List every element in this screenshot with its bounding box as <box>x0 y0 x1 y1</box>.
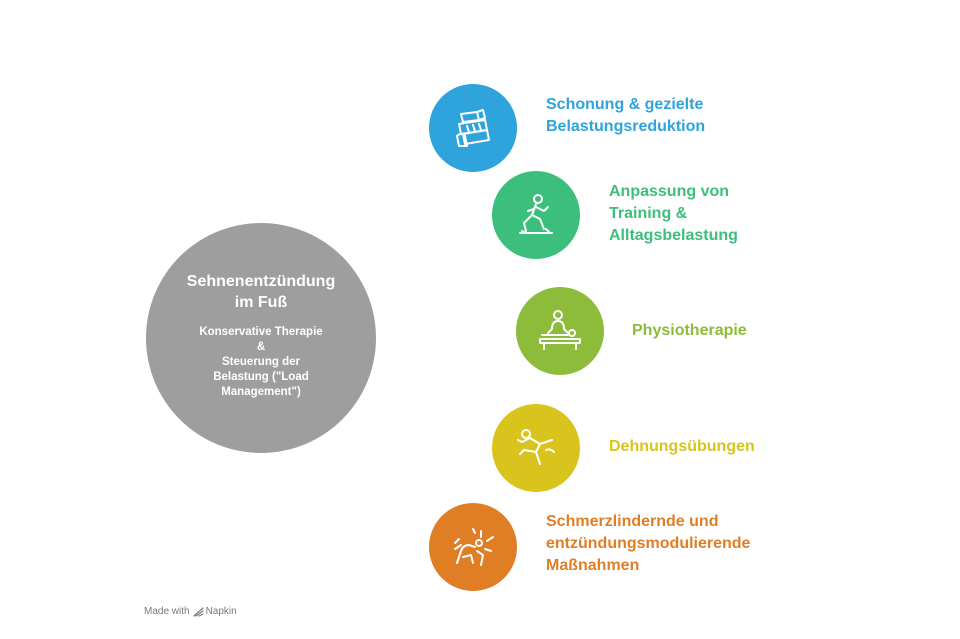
footer-brand-name: Napkin <box>205 606 237 617</box>
item-5-label: Schmerzlindernde und entzündungsmodulier… <box>546 513 751 574</box>
stretching-icon <box>517 429 555 465</box>
footer-credit: Made with Napkin <box>144 606 237 617</box>
pain-relief-icon <box>454 528 494 566</box>
item-4-circle <box>492 404 580 492</box>
central-topic-subtitle: Konservative Therapie & Steuerung der Be… <box>199 325 323 398</box>
item-1-label: Schonung & gezielte Belastungsreduktion <box>546 96 706 135</box>
exercise-icon <box>519 194 553 234</box>
item-4-label: Dehnungsübungen <box>609 438 755 455</box>
bandage-icon <box>456 109 490 147</box>
item-5-circle <box>429 503 517 591</box>
footer-prefix: Made with <box>144 606 190 617</box>
item-1-circle <box>429 84 517 172</box>
item-2-label: Anpassung von Training & Alltagsbelastun… <box>609 183 738 244</box>
item-3-circle <box>516 287 604 375</box>
footer-brand: Napkin <box>192 606 237 617</box>
central-topic-title: Sehnenentzündung im Fuß <box>186 272 336 311</box>
massage-icon <box>539 310 581 350</box>
item-2-circle <box>492 171 580 259</box>
napkin-logo-icon <box>192 606 204 617</box>
item-3-label: Physiotherapie <box>632 322 747 339</box>
central-topic-circle: Sehnenentzündung im Fuß Konservative The… <box>146 223 376 453</box>
